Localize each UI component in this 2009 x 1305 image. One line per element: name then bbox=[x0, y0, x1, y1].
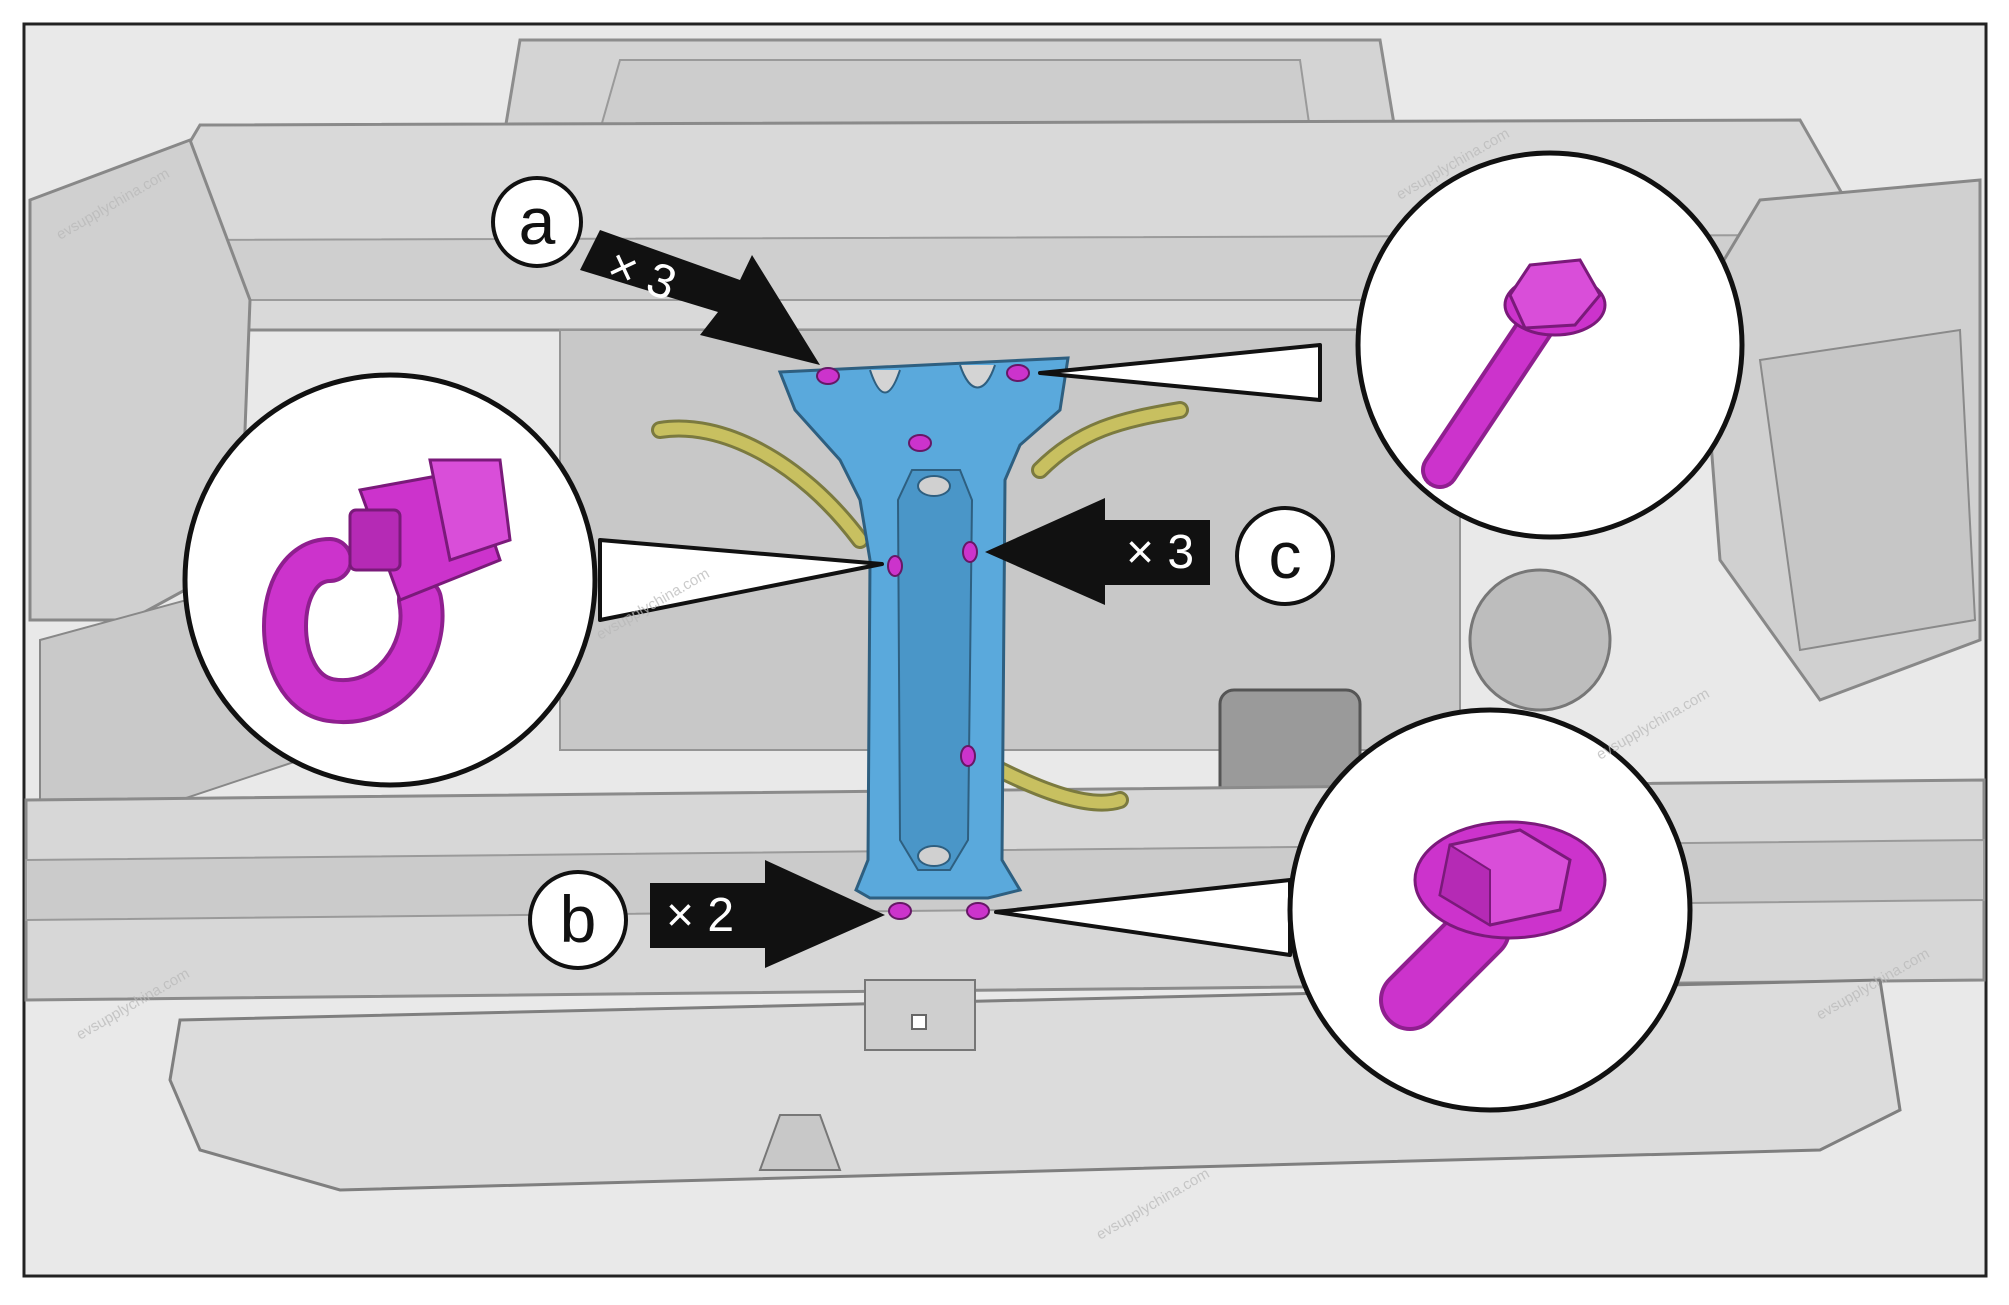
callout-b: b × 2 bbox=[528, 860, 885, 970]
callout-b-arrow: × 2 bbox=[650, 860, 885, 968]
fastener-b-2 bbox=[966, 902, 990, 920]
flange-bolt-short-icon bbox=[1379, 820, 1607, 1031]
engine-bay bbox=[24, 26, 1986, 1274]
callout-b-count: × 2 bbox=[666, 889, 734, 942]
callout-a: a × 3 bbox=[491, 176, 820, 365]
fastener-a-1 bbox=[816, 367, 840, 385]
hood-latch-bracket bbox=[777, 356, 1070, 900]
callout-b-circle bbox=[528, 870, 628, 970]
fastener-c-1 bbox=[887, 555, 903, 577]
callout-c-count: × 3 bbox=[1126, 526, 1194, 579]
fastener-c-2 bbox=[962, 541, 978, 563]
fastener-c-3 bbox=[960, 745, 976, 767]
callout-a-circle bbox=[491, 176, 583, 268]
fastener-b-1 bbox=[888, 902, 912, 920]
detail-view-long-bolt bbox=[1355, 150, 1745, 540]
detail-view-clip bbox=[182, 372, 598, 788]
flange-bolt-long-icon bbox=[1421, 258, 1607, 489]
wiring-harness bbox=[651, 401, 1189, 812]
callout-c: c × 3 bbox=[985, 498, 1335, 606]
fastener-a-3 bbox=[908, 434, 932, 452]
motor-housing bbox=[1468, 568, 1612, 712]
fastener-a-2 bbox=[1006, 364, 1030, 382]
detail-view-short-bolt bbox=[1287, 707, 1693, 1113]
callout-c-arrow: × 3 bbox=[985, 498, 1210, 605]
callout-a-letter: a bbox=[519, 184, 556, 258]
push-clip-icon bbox=[262, 458, 512, 725]
bracket-fasteners bbox=[816, 364, 1030, 920]
callout-c-letter: c bbox=[1269, 518, 1302, 592]
callout-b-letter: b bbox=[560, 882, 597, 956]
callout-c-circle bbox=[1235, 506, 1335, 606]
